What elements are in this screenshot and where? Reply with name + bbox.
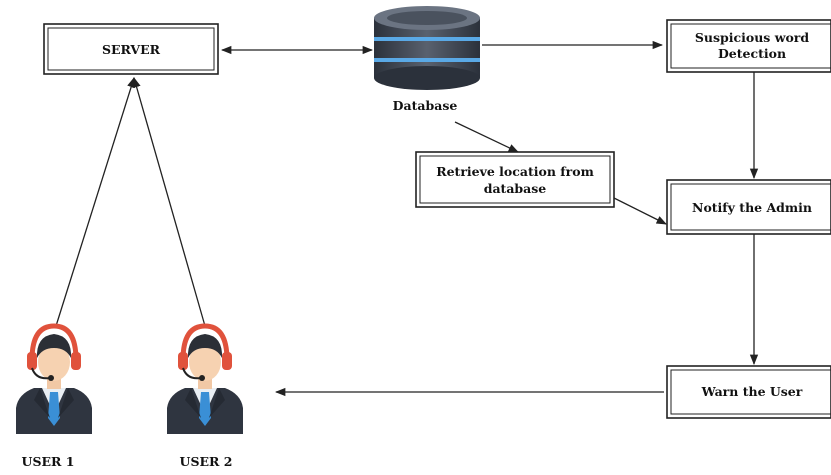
- suspicious-label-line1: Suspicious word: [695, 30, 809, 45]
- server-node: SERVER: [43, 23, 219, 75]
- user1-icon: [16, 326, 92, 434]
- retrieve-notify-arrow: [613, 197, 667, 225]
- user2-icon: [167, 326, 243, 434]
- retrieve-label-line2: database: [484, 181, 547, 196]
- database-retrieve-arrow: [454, 121, 519, 153]
- warn-user-node: Warn the User: [666, 365, 831, 419]
- notify-admin-node: Notify the Admin: [666, 179, 831, 235]
- warn-label: Warn the User: [701, 384, 803, 399]
- user2-server-arrow: [132, 77, 206, 327]
- user2-label: USER 2: [180, 454, 233, 469]
- suspicious-label-line2: Detection: [718, 46, 786, 61]
- database-icon: [374, 6, 480, 90]
- notify-label: Notify the Admin: [692, 200, 812, 215]
- database-label: Database: [393, 98, 458, 113]
- retrieve-label-line1: Retrieve location from: [436, 164, 594, 179]
- retrieve-location-node: Retrieve location from database: [415, 151, 615, 208]
- user1-server-arrow: [55, 77, 136, 327]
- server-label: SERVER: [102, 42, 161, 57]
- user1-label: USER 1: [22, 454, 75, 469]
- suspicious-word-node: Suspicious word Detection: [666, 19, 831, 73]
